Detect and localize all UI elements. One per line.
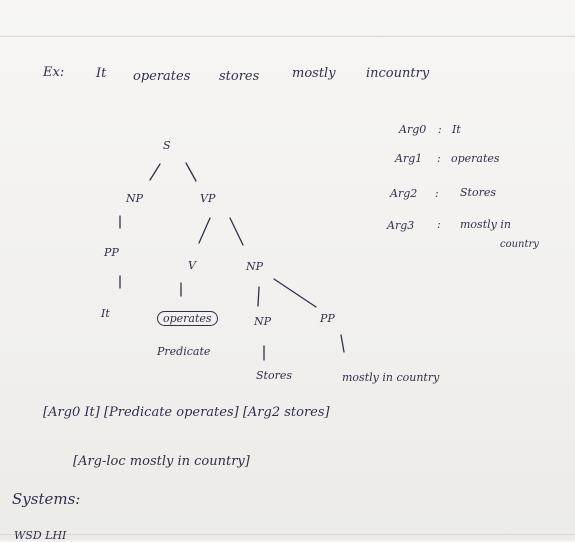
arg1-value: operates [451,152,500,165]
tree-leaf-operates: operates [157,311,218,326]
tree-node-v: V [188,259,196,272]
word-mostly: mostly [292,66,336,81]
word-operates: operates [133,69,191,84]
systems-heading: Systems: [12,490,81,508]
tree-node-np: NP [126,192,144,205]
word-it: It [96,66,107,81]
tree-node-pp-right: PP [320,312,335,325]
arg0-label: Arg0 [399,123,427,136]
rule-line [0,534,575,535]
tree-leaf-mostly-in-country: mostly in country [342,371,440,384]
arg1-sep: : [437,152,441,165]
arg0-value: It [452,123,461,136]
arg2-label: Arg2 [390,187,418,200]
bracketed-line-2: [Arg-loc mostly in country] [73,454,250,469]
tree-leaf-it: It [101,307,110,320]
arg3-sep: : [437,218,441,231]
tree-node-np-right: NP [246,260,264,273]
tree-node-s: S [163,139,171,152]
tree-node-np-lower: NP [254,315,272,328]
arg3-value: mostly in [460,218,511,231]
rule-line [0,36,575,37]
systems-partial-text: WSD LHI [14,529,67,542]
arg2-sep: : [435,187,439,200]
predicate-note: Predicate [157,345,211,358]
arg1-label: Arg1 [395,152,423,165]
bracketed-line-1: [Arg0 It] [Predicate operates] [Arg2 sto… [43,405,330,420]
example-label: Ex: [43,65,65,80]
tree-node-pp: PP [104,246,119,259]
arg0-sep: : [438,123,442,136]
arg2-value: Stores [460,186,496,199]
tree-node-vp: VP [200,192,216,205]
arg3-value-cont: country [500,239,539,250]
word-incountry: incountry [366,66,430,81]
tree-leaf-stores: Stores [256,369,292,382]
word-stores: stores [219,69,260,84]
arg3-label: Arg3 [387,219,415,232]
